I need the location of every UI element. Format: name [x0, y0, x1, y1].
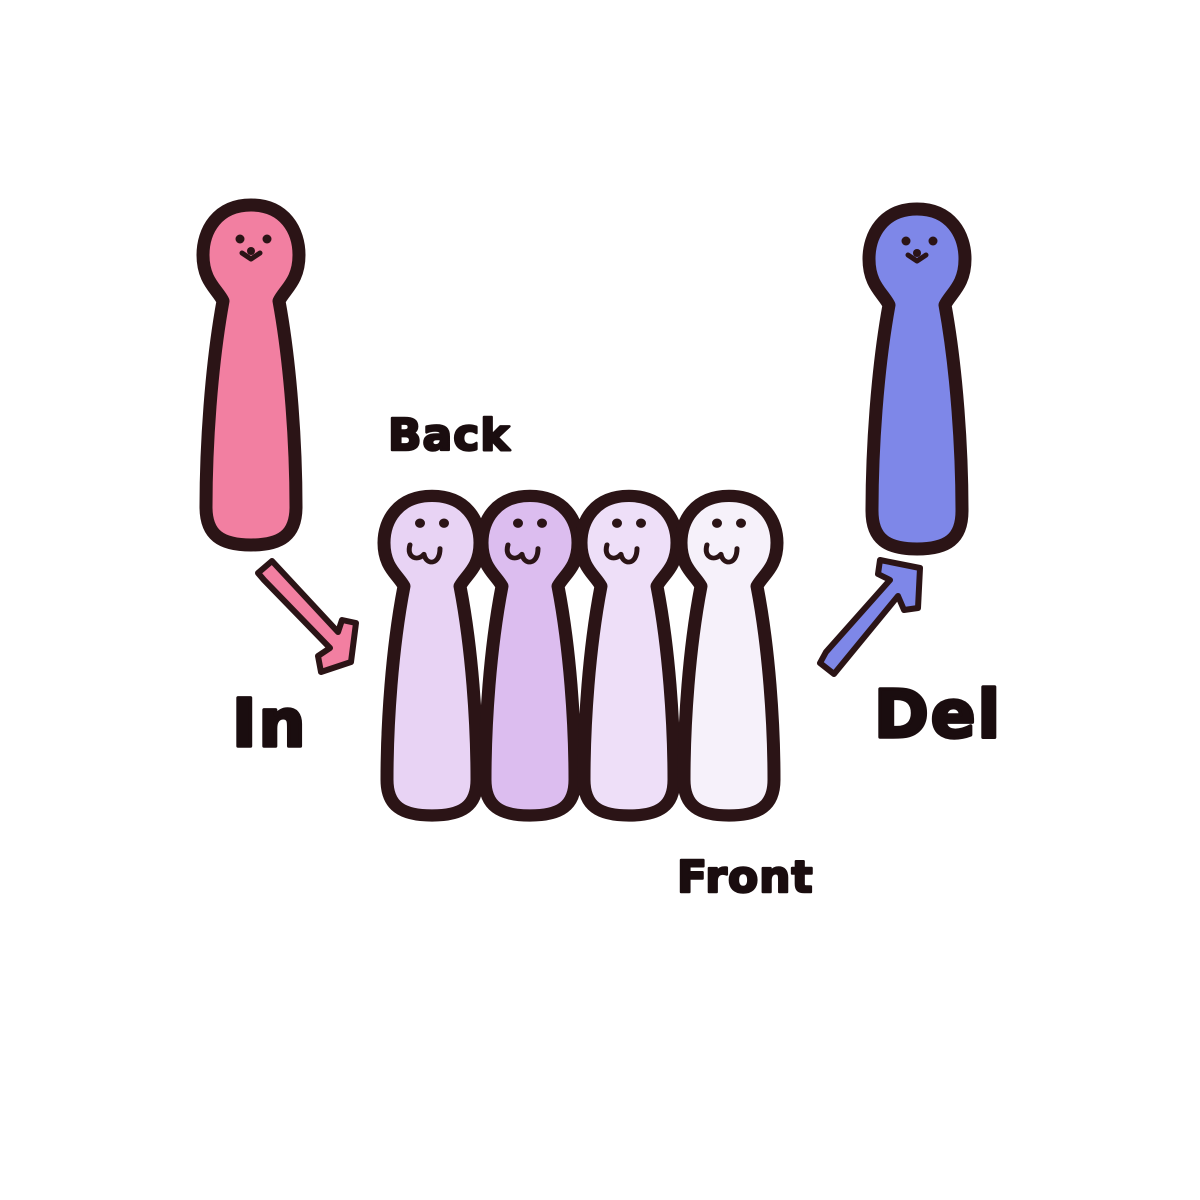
queue-figure-3 — [581, 496, 677, 816]
insert-arrow-icon — [255, 558, 359, 675]
queue-figure-3-face — [603, 518, 646, 565]
queue-figure-3-body — [581, 496, 677, 816]
queue-figure-1-face — [406, 518, 449, 565]
queue-figure-2-face — [504, 518, 547, 565]
queue-figure-front — [681, 496, 777, 816]
queue-figure-back — [384, 496, 480, 816]
queue-figure-4-face — [703, 518, 746, 565]
delete-arrow-icon — [817, 557, 923, 677]
back-label: Back — [388, 410, 511, 461]
queue-figure-2-body — [482, 496, 578, 816]
outgoing-figure — [869, 209, 965, 549]
in-label: In — [232, 685, 308, 762]
queue-figure-2 — [482, 496, 578, 816]
queue — [384, 496, 777, 816]
queue-figure-4-body — [681, 496, 777, 816]
del-label: Del — [874, 676, 1002, 753]
incoming-figure — [203, 205, 299, 545]
queue-figure-1-body — [384, 496, 480, 816]
front-label: Front — [677, 852, 814, 903]
incoming-figure-face — [235, 234, 272, 262]
outgoing-figure-face — [901, 236, 938, 264]
